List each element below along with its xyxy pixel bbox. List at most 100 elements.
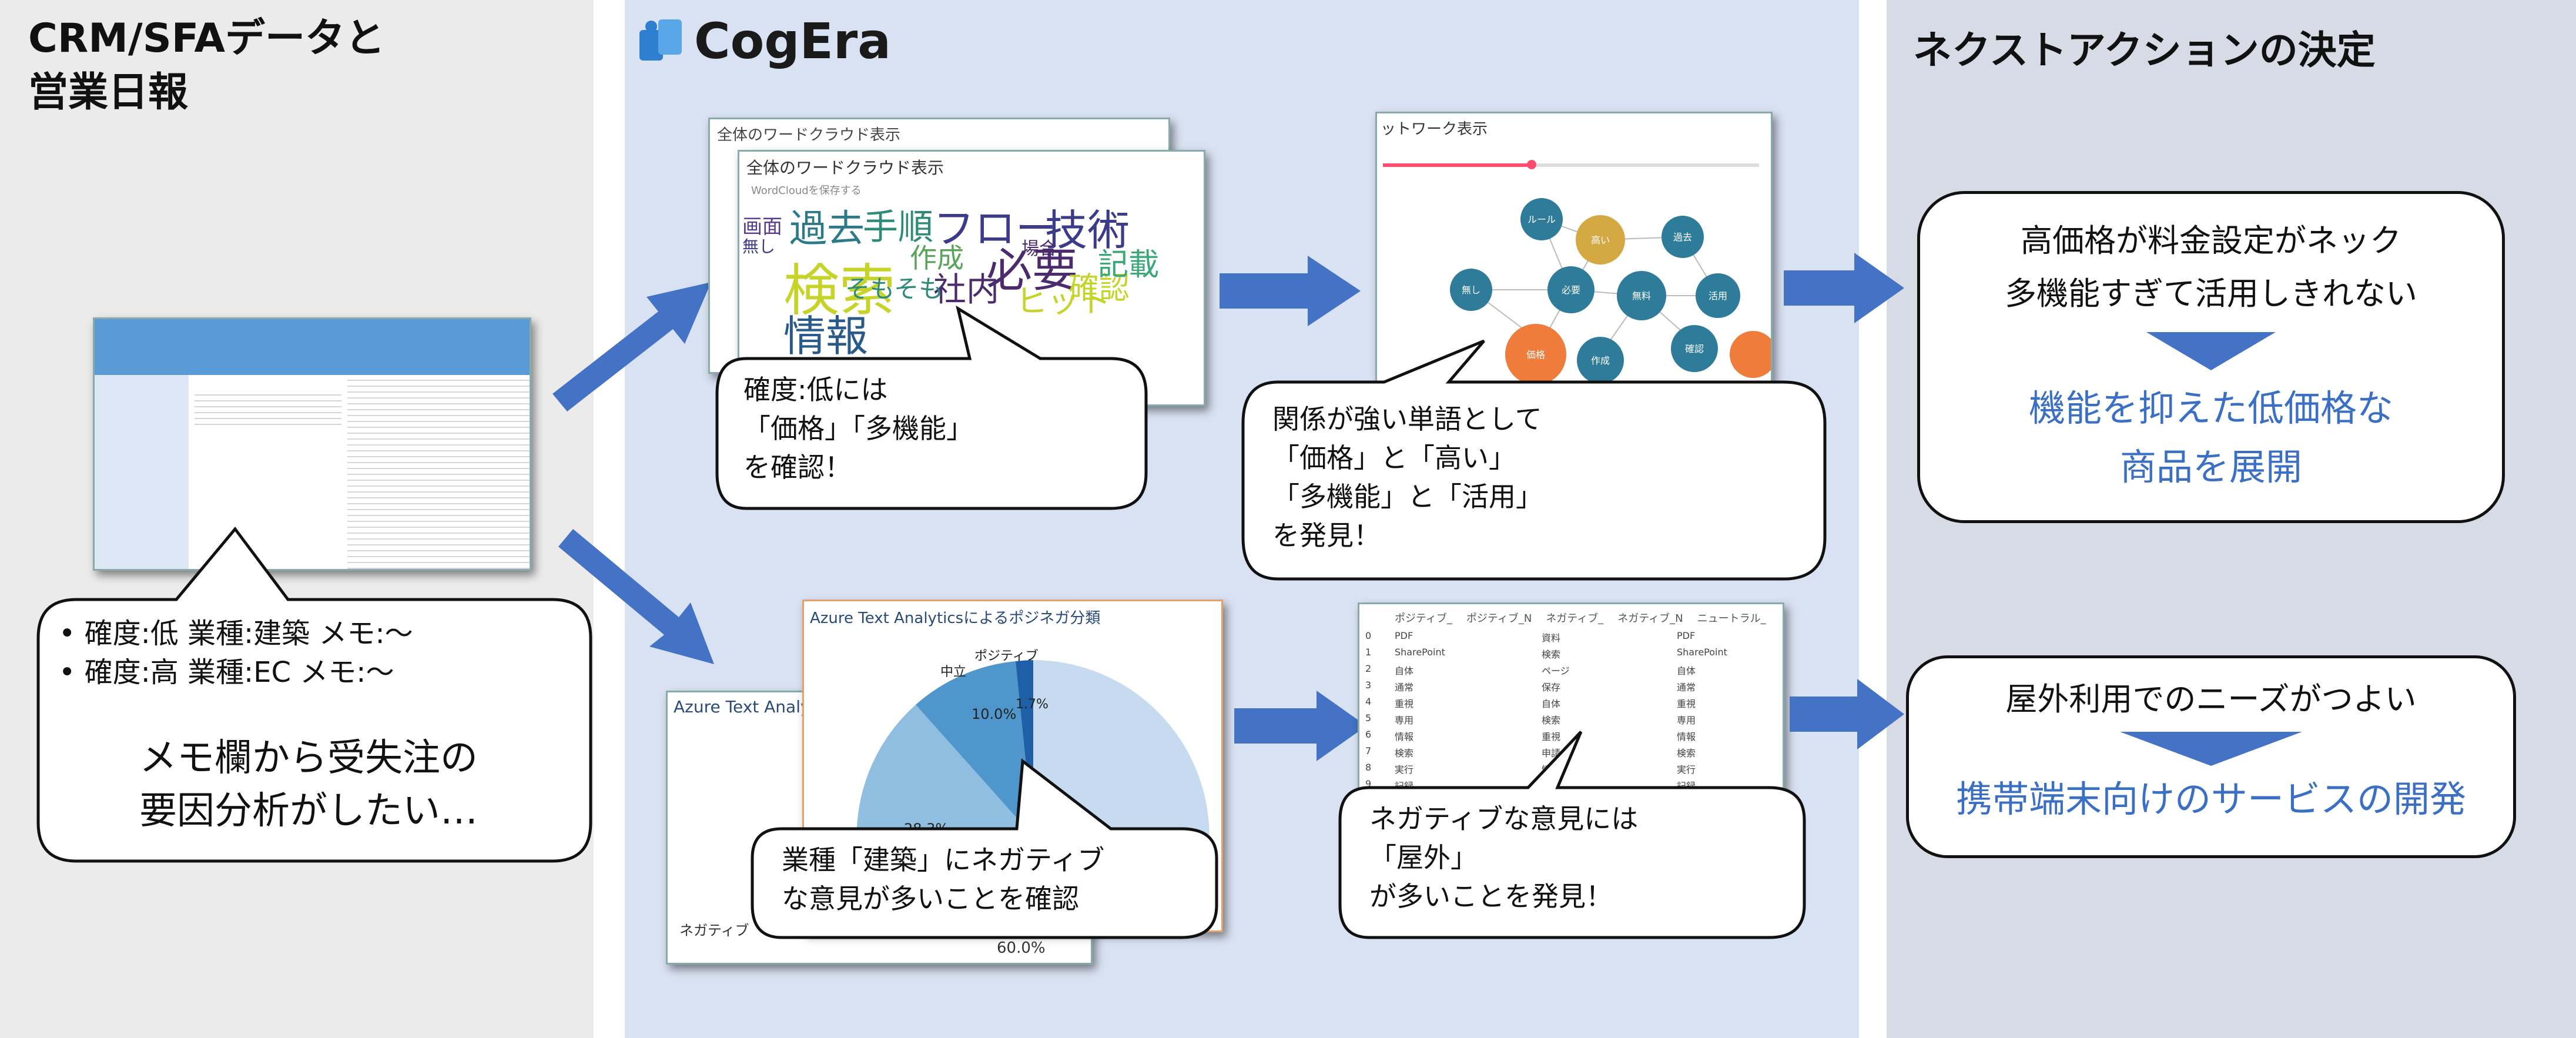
table-cell bbox=[1477, 630, 1542, 644]
svg-text:確認: 確認 bbox=[1685, 343, 1704, 354]
table-cell bbox=[1477, 696, 1542, 710]
table-cell: 自体 bbox=[1677, 665, 1696, 677]
network-graph: ルール 高い 過去 無し 必要 無料 活用 確認 価格 作成 bbox=[1450, 198, 1771, 384]
network-node: 活用 bbox=[1696, 273, 1740, 318]
table-cell: 2 bbox=[1365, 663, 1372, 674]
table-cell: 情報 bbox=[1677, 731, 1696, 742]
arrow-down-right bbox=[558, 529, 714, 664]
svg-text:必要: 必要 bbox=[1562, 284, 1580, 296]
word: そもそも bbox=[845, 274, 944, 303]
table-cell: 通常 bbox=[1395, 682, 1414, 693]
table-cell: 4 bbox=[1365, 696, 1372, 707]
word: 作成 bbox=[910, 242, 964, 274]
table-cell: 9 bbox=[1365, 778, 1372, 789]
left-callout-bullets: • 確度:低 業種:建築 メモ:～ • 確度:高 業種:EC メモ:～ bbox=[59, 614, 413, 692]
table-cell bbox=[1477, 679, 1542, 694]
table-cell: SharePoint bbox=[1677, 647, 1727, 658]
left-title: CRM/SFAデータと 営業日報 bbox=[28, 12, 385, 120]
svg-text:高い: 高い bbox=[1591, 235, 1610, 246]
pie-callout-text: 業種「建築」にネガティブ な意見が多いことを確認 bbox=[782, 844, 1105, 915]
table-header: ポジティブ_ ポジティブ_N ネガティブ_ ネガティブ_N ニュートラル_ bbox=[1395, 612, 1766, 625]
table-cell: 情報 bbox=[1395, 731, 1414, 742]
left-callout-message: メモ欄から受失注の 要因分析がしたい… bbox=[139, 736, 478, 833]
word: 社内 bbox=[933, 271, 999, 309]
cogera-logo: CogEra bbox=[635, 9, 891, 73]
wordcloud-back-title: 全体のワードクラウド表示 bbox=[717, 126, 901, 144]
word: 検索 bbox=[783, 259, 896, 323]
word: 画面 bbox=[742, 215, 782, 239]
table-cell: 専用 bbox=[1677, 715, 1696, 726]
arrow-right-bottom-middle bbox=[1234, 691, 1366, 761]
crm-spreadsheet-thumbnail bbox=[93, 317, 531, 571]
table-cell: 自体 bbox=[1542, 698, 1561, 709]
table-cell bbox=[1612, 696, 1677, 710]
table-cell: 自体 bbox=[1395, 665, 1414, 677]
table-cell: 実行 bbox=[1677, 764, 1696, 775]
table-cell: 重視 bbox=[1395, 698, 1414, 709]
network-node: 必要 bbox=[1547, 266, 1594, 313]
table-cell: PDF bbox=[1395, 630, 1413, 641]
network-node: 確認 bbox=[1671, 325, 1718, 372]
table-cell: 6 bbox=[1365, 729, 1372, 740]
table-cell: 検索 bbox=[1677, 748, 1696, 759]
table-cell: 3 bbox=[1365, 679, 1372, 691]
network-callout-shape bbox=[1241, 339, 1827, 581]
network-callout-text: 関係が強い単語として 「価格」と「高い」 「多機能」と「活用」 を発見！ bbox=[1272, 403, 1543, 551]
arrow-right-to-box2 bbox=[1790, 679, 1904, 749]
wordcloud-callout-text: 確度:低には 「価格」「多機能」 を確認！ bbox=[743, 374, 973, 483]
left-title-line2: 営業日報 bbox=[28, 69, 189, 116]
network-node: 過去 bbox=[1661, 216, 1704, 258]
network-slider[interactable] bbox=[1383, 160, 1759, 169]
down-arrow-icon bbox=[2146, 332, 2276, 370]
wordcloud-front-title: 全体のワードクラウド表示 bbox=[746, 158, 944, 178]
pie-front-title: Azure Text Analyticsによるポジネガ分類 bbox=[810, 610, 1101, 627]
word: 情報 bbox=[783, 312, 869, 361]
svg-text:ルール: ルール bbox=[1527, 214, 1556, 225]
arrow-up-right bbox=[552, 282, 711, 411]
arrow-right-to-box1 bbox=[1784, 253, 1904, 323]
pie-pct: 1.7% bbox=[1016, 697, 1049, 712]
cogera-logo-icon bbox=[639, 19, 682, 61]
next-action-box-2: 屋外利用でのニーズがつよい 携帯端末向けのサービスの開発 bbox=[1906, 655, 2516, 858]
network-node: 作成 bbox=[1577, 337, 1624, 384]
wordcloud-callout-shape bbox=[715, 305, 1148, 510]
table-cell bbox=[1477, 663, 1542, 677]
pie-label: 中立 bbox=[940, 665, 966, 679]
cogera-logo-text: CogEra bbox=[694, 12, 891, 70]
right-title: ネクストアクションの決定 bbox=[1913, 28, 2376, 73]
wordcloud-save-label: WordCloudを保存する bbox=[751, 185, 862, 197]
word: 場合 bbox=[1021, 239, 1057, 259]
table-cell: 検索 bbox=[1395, 748, 1414, 759]
box2-line1: 屋外利用でのニーズがつよい bbox=[2005, 681, 2417, 718]
pie-back-label: ネガティブ bbox=[679, 922, 749, 939]
box1-line1: 高価格が料金設定がネック bbox=[2021, 222, 2401, 259]
network-node: ルール bbox=[1520, 198, 1563, 240]
down-arrow-icon bbox=[2120, 732, 2302, 766]
pie-slice-mid bbox=[916, 661, 1033, 836]
svg-text:無し: 無し bbox=[1462, 284, 1480, 296]
box1-result2: 商品を展開 bbox=[2119, 446, 2302, 488]
network-title: ットワーク表示 bbox=[1381, 120, 1488, 138]
left-title-line1: CRM/SFAデータと bbox=[28, 15, 386, 62]
svg-text:作成: 作成 bbox=[1591, 355, 1610, 366]
pie-label: ポジティブ bbox=[974, 649, 1039, 664]
word: 無し bbox=[742, 237, 776, 256]
word: 確認 bbox=[1068, 271, 1130, 306]
bullet-item: • 確度:低 業種:建築 メモ:～ bbox=[59, 617, 413, 650]
word: 技術 bbox=[1045, 206, 1130, 255]
svg-text:価格: 価格 bbox=[1526, 349, 1545, 360]
table-cell: 検索 bbox=[1542, 715, 1561, 726]
network-node: 価格 bbox=[1505, 324, 1566, 384]
table-cell: PDF bbox=[1677, 630, 1696, 641]
table-cell bbox=[1612, 663, 1677, 677]
network-node: 無し bbox=[1450, 269, 1492, 311]
word: 必要 bbox=[986, 245, 1078, 297]
box1-result1: 機能を抑えた低価格な bbox=[2028, 387, 2393, 430]
network-node: 高い bbox=[1576, 215, 1625, 264]
